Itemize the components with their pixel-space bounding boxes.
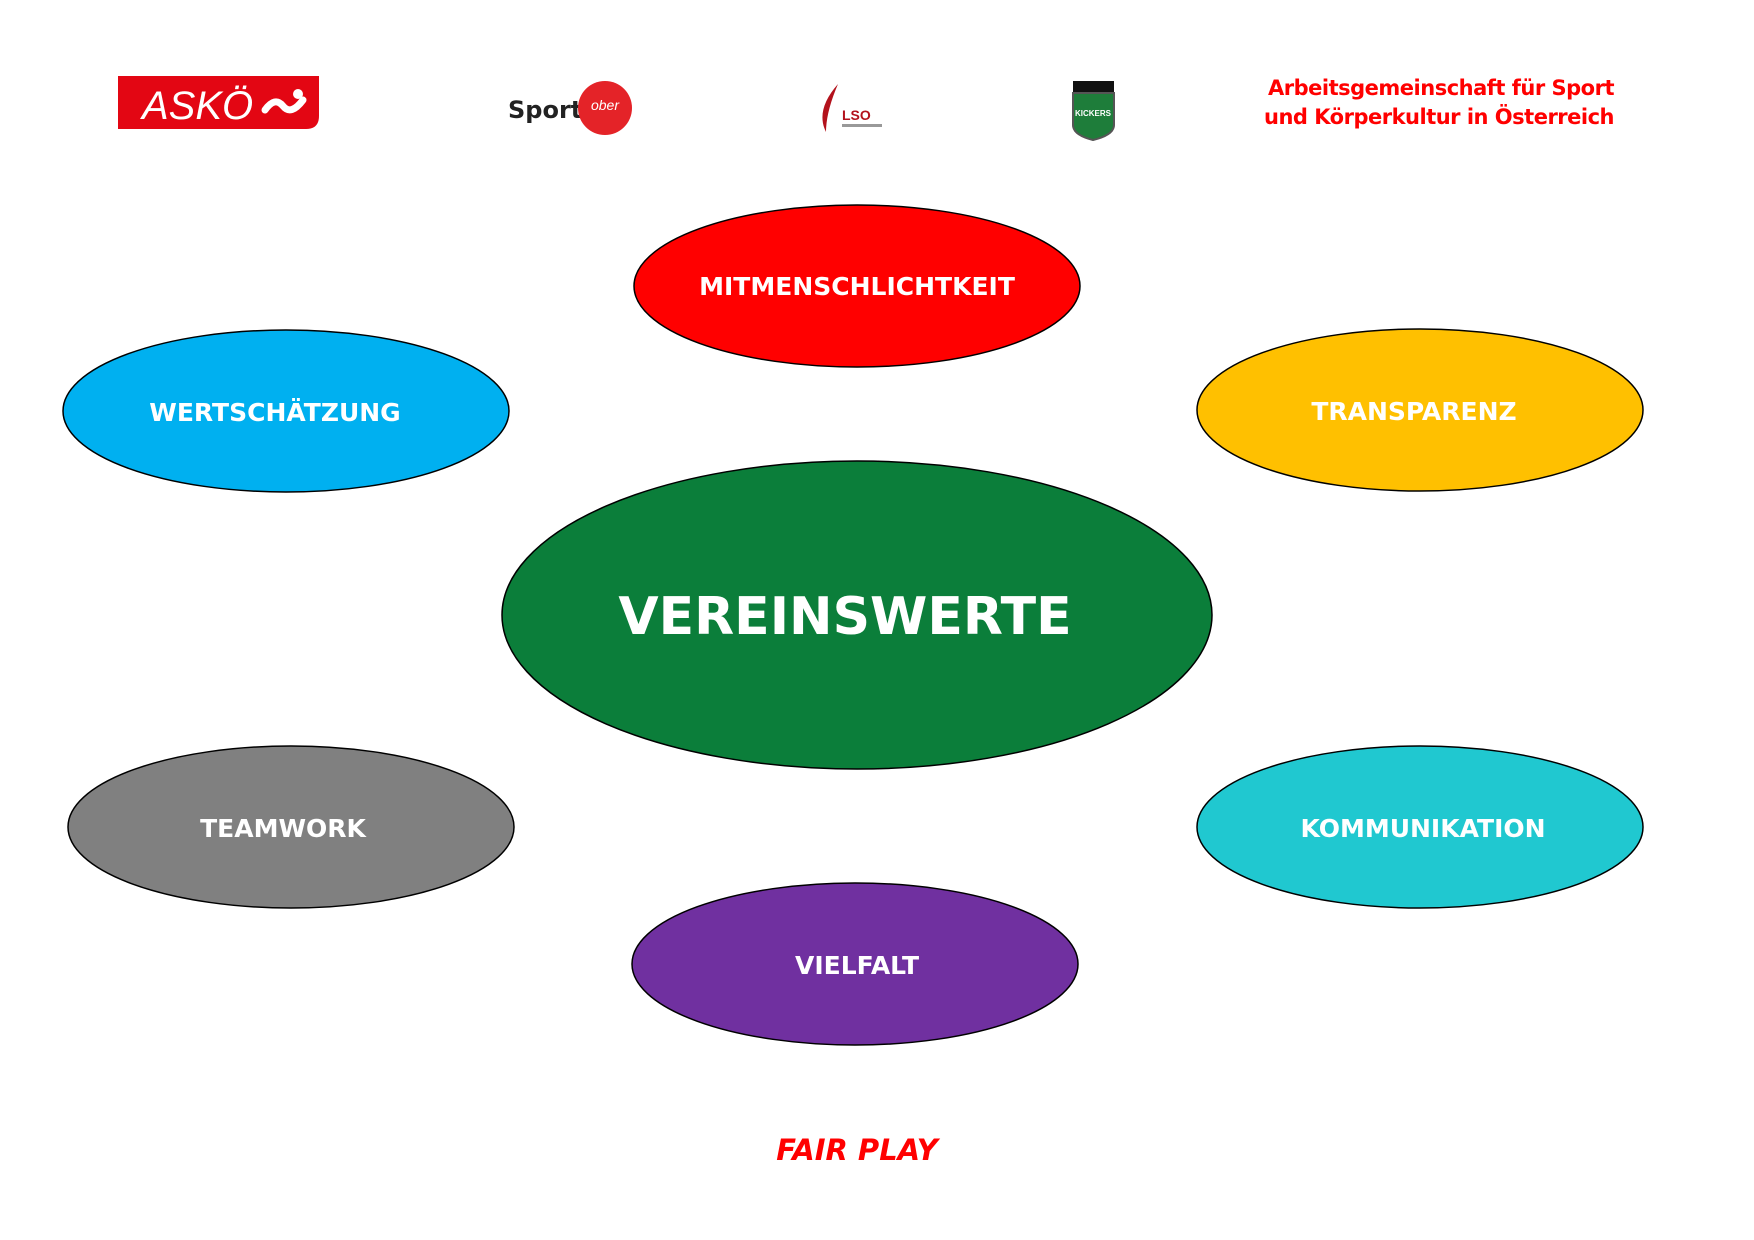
value-teamwork: TEAMWORK: [67, 745, 515, 909]
kickers-logo: KICKERS: [1072, 81, 1115, 142]
svg-text:VIELFALT: VIELFALT: [795, 951, 919, 980]
value-mitmenschlichkeit: MITMENSCHLICHTKEIT: [633, 204, 1081, 368]
sport-oberoesterreich-logo: Sport ober: [508, 81, 632, 135]
svg-text:WERTSCHÄTZUNG: WERTSCHÄTZUNG: [149, 397, 400, 427]
svg-text:MITMENSCHLICHTKEIT: MITMENSCHLICHTKEIT: [699, 272, 1015, 301]
svg-text:KOMMUNIKATION: KOMMUNIKATION: [1300, 814, 1545, 843]
svg-text:LSO: LSO: [842, 107, 871, 123]
svg-text:TEAMWORK: TEAMWORK: [200, 814, 367, 843]
value-kommunikation: KOMMUNIKATION: [1196, 745, 1644, 909]
lso-logo: LSO: [822, 84, 882, 132]
svg-text:KICKERS: KICKERS: [1075, 109, 1112, 118]
svg-text:Sport: Sport: [508, 96, 582, 124]
organization-name-line1: Arbeitsgemeinschaft für Sport: [1268, 76, 1614, 100]
svg-text:TRANSPARENZ: TRANSPARENZ: [1311, 397, 1516, 426]
center-vereinswerte: VEREINSWERTE: [501, 460, 1213, 770]
organization-name-line2: und Körperkultur in Österreich: [1264, 105, 1614, 129]
svg-text:ober: ober: [591, 97, 620, 113]
value-wertschaetzung: WERTSCHÄTZUNG: [62, 329, 510, 493]
value-transparenz: TRANSPARENZ: [1196, 328, 1644, 492]
svg-text:ASKÖ: ASKÖ: [140, 84, 253, 128]
asko-logo: ASKÖ: [118, 76, 319, 129]
organization-name: Arbeitsgemeinschaft für Sport und Körper…: [1264, 74, 1614, 132]
value-vielfalt: VIELFALT: [631, 882, 1079, 1046]
svg-text:VEREINSWERTE: VEREINSWERTE: [618, 587, 1071, 647]
fair-play-label: FAIR PLAY: [776, 1133, 938, 1167]
